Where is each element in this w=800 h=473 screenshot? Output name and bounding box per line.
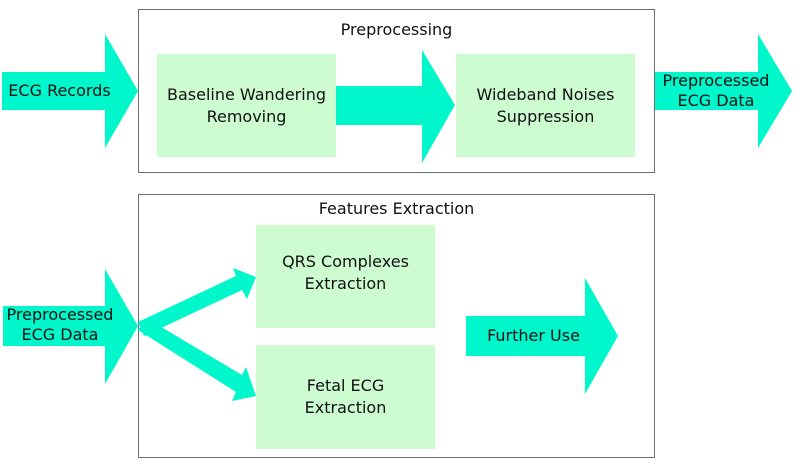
ecg-records-label: ECG Records: [8, 81, 111, 100]
preprocessed-input-arrow: [3, 269, 138, 384]
fetal-ecg-extraction-box: Fetal ECG Extraction: [256, 345, 435, 449]
qrs-complexes-extraction-box: QRS Complexes Extraction: [256, 225, 435, 328]
preprocessed-ecg-data-output-label: Preprocessed ECG Data: [662, 71, 770, 110]
preprocessed-ecg-data-input-label: Preprocessed ECG Data: [6, 305, 114, 344]
baseline-wandering-removing-box: Baseline Wandering Removing: [157, 54, 336, 157]
preprocessing-title: Preprocessing: [340, 20, 453, 39]
branch-arrow-fetal: [138, 318, 256, 401]
features-extraction-title: Features Extraction: [318, 199, 475, 218]
step-connector-arrow: [336, 50, 455, 163]
further-use-label: Further Use: [487, 326, 580, 345]
branch-arrow-qrs: [138, 268, 256, 336]
further-use-arrow: [466, 278, 618, 394]
wideband-noises-suppression-box: Wideband Noises Suppression: [456, 54, 635, 157]
ecg-records-arrow: [2, 34, 138, 148]
preprocessed-output-arrow: [655, 34, 792, 148]
